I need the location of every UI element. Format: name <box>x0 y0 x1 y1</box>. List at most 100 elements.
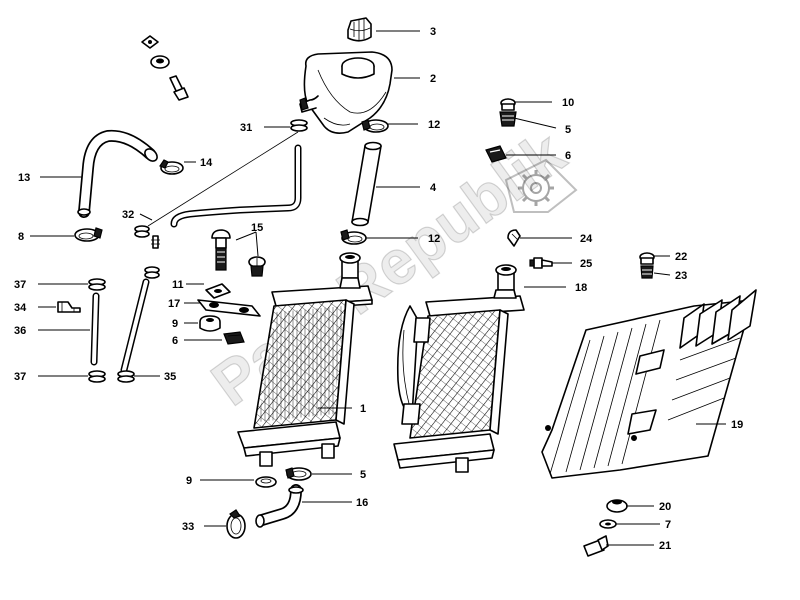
grommet-part-9-lower <box>255 476 277 488</box>
callout-14: 14 <box>184 157 213 169</box>
callout-5-lower: 5 <box>312 469 366 481</box>
screw-part-15-b <box>248 256 266 277</box>
callout-12-lower: 12 <box>366 233 440 245</box>
callout-label: 11 <box>172 279 184 291</box>
callout-label: 6 <box>172 335 178 347</box>
hose-part-16 <box>255 484 304 528</box>
spring-clip-pair-mid <box>144 266 160 279</box>
callout-label: 9 <box>172 318 178 330</box>
watermark-gear-icon <box>518 170 554 206</box>
clip-part-34 <box>57 301 81 313</box>
spring-clip-part-31 <box>290 119 308 132</box>
callout-label: 14 <box>200 157 213 169</box>
callout-23: 23 <box>653 270 687 282</box>
spring-clip-part-37-bottom <box>88 370 106 383</box>
callout-6-upper: 6 <box>506 150 571 162</box>
radiator-part-18 <box>393 264 525 473</box>
drain-plug-part-24 <box>507 229 521 247</box>
callout-label: 16 <box>356 497 368 509</box>
screw-part-10 <box>500 98 516 111</box>
callout-label: 4 <box>430 182 437 194</box>
callout-18: 18 <box>524 282 587 294</box>
breather-pipe-part-32 <box>170 144 302 228</box>
callout-34: 34 <box>14 302 56 314</box>
callout-label: 25 <box>580 258 592 270</box>
spring-clip-pair-lower <box>117 370 135 383</box>
expansion-tank-part-2 <box>299 51 393 134</box>
callout-4: 4 <box>376 182 437 194</box>
callout-label: 21 <box>659 540 671 552</box>
callout-33: 33 <box>182 521 226 533</box>
callout-label: 17 <box>168 298 180 310</box>
washer-part-5-upper <box>499 111 517 127</box>
hose-part-35 <box>120 278 150 374</box>
callout-label: 31 <box>240 122 252 134</box>
callout-label: 24 <box>580 233 593 245</box>
callout-label: 12 <box>428 233 440 245</box>
washer-small <box>141 35 159 49</box>
washer-part-7 <box>599 519 617 529</box>
callout-22: 22 <box>654 251 687 263</box>
callout-21: 21 <box>606 540 671 552</box>
callout-17: 17 <box>168 298 200 310</box>
radiator-part-1 <box>237 252 373 467</box>
hose-part-4 <box>351 141 382 227</box>
screw-part-15-a <box>211 229 231 271</box>
callout-35: 35 <box>134 371 176 383</box>
filler-cap-part-3 <box>347 17 372 42</box>
bolt-part-21 <box>583 535 609 557</box>
callout-13: 13 <box>18 172 82 184</box>
rubber-washer <box>150 55 170 69</box>
bracket-part-17 <box>197 299 261 317</box>
hose-part-13 <box>77 129 158 218</box>
callout-label: 5 <box>360 469 366 481</box>
nut-part-11 <box>205 283 231 299</box>
callout-label: 13 <box>18 172 30 184</box>
hose-clamp-part-12-lower <box>340 229 367 245</box>
screw-part-22 <box>639 252 655 265</box>
callout-6-lower: 6 <box>172 335 222 347</box>
callout-label: 9 <box>186 475 192 487</box>
callout-label: 20 <box>659 501 671 513</box>
callout-label: 23 <box>675 270 687 282</box>
callout-37-upper: 37 <box>14 279 88 291</box>
callout-36: 36 <box>14 325 90 337</box>
callout-31: 31 <box>240 122 290 134</box>
callout-2: 2 <box>394 73 436 85</box>
callout-label: 3 <box>430 26 436 38</box>
callout-label: 7 <box>665 519 671 531</box>
callout-8: 8 <box>18 231 74 243</box>
callout-19: 19 <box>696 419 743 431</box>
screw-part-23 <box>640 265 654 279</box>
spring-clip-part-37-top <box>88 278 106 291</box>
nut-clip-part-6-upper <box>485 145 507 163</box>
callout-9-lower: 9 <box>186 475 254 487</box>
callout-label: 12 <box>428 119 440 131</box>
callout-12-upper: 12 <box>388 119 440 131</box>
callout-label: 35 <box>164 371 176 383</box>
hose-clamp-part-5-lower <box>285 467 312 481</box>
watermark-shield <box>504 158 578 213</box>
callout-label: 5 <box>565 124 571 136</box>
nut-clip-part-6-lower <box>223 331 245 345</box>
callout-label: 18 <box>575 282 587 294</box>
hose-part-36 <box>90 292 100 366</box>
hose-clamp-part-12-upper <box>361 119 389 133</box>
callout-label: 8 <box>18 231 24 243</box>
callout-7: 7 <box>616 519 671 531</box>
callout-10: 10 <box>514 97 574 109</box>
callout-label: 15 <box>251 222 263 234</box>
grommet-part-9-upper <box>199 315 221 332</box>
callout-1: 1 <box>318 403 366 415</box>
grommet-part-20 <box>606 499 628 513</box>
leader-pipe-32 <box>147 131 299 227</box>
callout-label: 22 <box>675 251 687 263</box>
callout-15: 15 <box>235 222 263 257</box>
callout-label: 10 <box>562 97 574 109</box>
callout-label: 37 <box>14 279 26 291</box>
mounting-bolt <box>169 75 189 101</box>
callout-label: 2 <box>430 73 436 85</box>
callout-label: 1 <box>360 403 366 415</box>
